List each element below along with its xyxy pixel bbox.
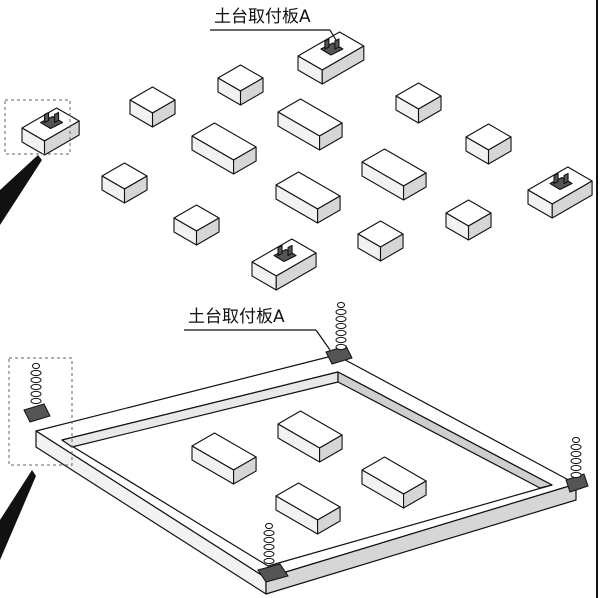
bolt-stack-right-corner-washer-5 bbox=[570, 464, 582, 472]
bolt-stack-bottom-corner-washer-4 bbox=[263, 543, 275, 551]
foundation-block-2-right bbox=[239, 77, 264, 106]
detail-box-bottom bbox=[8, 357, 73, 466]
foundation-block-12-bracket-b bbox=[563, 172, 569, 185]
foundation-block-7-right bbox=[487, 136, 512, 165]
bottom-callout-label: 土台取付板A bbox=[188, 307, 285, 327]
bolt-stack-top-corner-washer-5 bbox=[335, 329, 347, 337]
bolt-stack-bottom-corner-washer-6 bbox=[263, 557, 275, 565]
frame-front-right-face bbox=[265, 483, 577, 595]
frame-inner-opening bbox=[61, 371, 553, 567]
bolt-stack-bottom-corner-washer-5 bbox=[263, 550, 275, 558]
foundation-block-11-right bbox=[317, 195, 341, 224]
frame-block-1-right bbox=[319, 434, 343, 463]
frame-block-3 bbox=[361, 456, 427, 509]
bolt-stack-bottom-corner-washer-1 bbox=[265, 522, 273, 530]
foundation-block-1-right bbox=[321, 45, 365, 85]
bolt-stack-right-corner-washer-3 bbox=[570, 450, 582, 458]
corner-left bbox=[23, 403, 51, 423]
bolt-stack-bottom-corner-washer-3 bbox=[263, 536, 275, 544]
foundation-block-16-bracket-a bbox=[277, 244, 283, 257]
frame-block-1 bbox=[277, 410, 343, 463]
foundation-block-13 bbox=[445, 199, 492, 241]
foundation-block-16-bracket-b bbox=[287, 244, 293, 257]
bolt-stack-top-corner-washer-7 bbox=[335, 343, 347, 351]
frame-block-3-right bbox=[403, 480, 427, 509]
bolt-stack-left-corner-washer-3 bbox=[30, 376, 42, 384]
frame-blocks-group bbox=[191, 410, 427, 535]
bolt-stack-left-corner-washer-2 bbox=[30, 369, 42, 377]
bottom-callout: 土台取付板A bbox=[184, 307, 331, 351]
bolt-stack-right-corner bbox=[570, 436, 582, 479]
foundation-block-12 bbox=[527, 166, 593, 219]
bolt-stack-top-corner-washer-4 bbox=[335, 322, 347, 330]
bolt-stack-right-corner-washer-6 bbox=[570, 471, 582, 479]
foundation-block-3-right bbox=[151, 99, 176, 128]
bolt-stack-left-corner-washer-1 bbox=[32, 362, 40, 370]
foundation-block-16 bbox=[251, 238, 317, 291]
bolt-stack-left-corner-washer-4 bbox=[30, 383, 42, 391]
bolt-stack-top-corner-washer-3 bbox=[335, 315, 347, 323]
bolt-stack-left-corner-washer-6 bbox=[30, 397, 42, 405]
foundation-block-1-bracket-a bbox=[324, 38, 330, 50]
foundation-block-8-right bbox=[43, 120, 80, 156]
foundation-block-6 bbox=[191, 122, 257, 175]
bolt-stack-left-corner bbox=[30, 362, 42, 405]
foundation-block-16-right bbox=[275, 252, 317, 291]
foundation-block-9 bbox=[361, 148, 427, 201]
detail-box-top bbox=[4, 99, 71, 155]
bolt-stacks-group bbox=[30, 301, 582, 565]
top-callout: 土台取付板A bbox=[210, 7, 337, 41]
bolt-stack-top-corner-washer-6 bbox=[335, 336, 347, 344]
foundation-block-4 bbox=[395, 82, 442, 124]
frame-inner-back-right-wall bbox=[337, 371, 553, 489]
foundation-block-5-right bbox=[319, 122, 343, 151]
mount-plate-bottom-corner bbox=[257, 563, 289, 583]
foundation-block-8-bracket-b bbox=[54, 111, 60, 124]
foundation-block-8 bbox=[21, 107, 80, 156]
base-frame bbox=[35, 354, 577, 595]
foundation-block-4-right bbox=[417, 95, 442, 124]
foundation-block-14-right bbox=[195, 217, 220, 246]
frame-block-4-right bbox=[317, 506, 341, 535]
foundation-block-3 bbox=[129, 86, 176, 128]
top-callout-label: 土台取付板A bbox=[214, 7, 311, 27]
bolt-stack-right-corner-washer-2 bbox=[570, 443, 582, 451]
foundation-block-15 bbox=[357, 220, 404, 262]
frame-block-2 bbox=[191, 432, 257, 485]
foundation-blocks-group bbox=[21, 31, 593, 291]
foundation-block-6-right bbox=[233, 146, 257, 175]
top-callout-leader bbox=[329, 29, 337, 41]
frame-block-2-right bbox=[233, 456, 257, 485]
foundation-block-5 bbox=[277, 98, 343, 151]
detail-pointer-top bbox=[0, 155, 42, 225]
bolt-stack-right-corner-washer-4 bbox=[570, 457, 582, 465]
foundation-block-10 bbox=[101, 162, 148, 204]
corner-bottom bbox=[257, 563, 289, 583]
mount-plate-left-corner bbox=[23, 403, 51, 423]
foundation-block-8-bracket-a bbox=[44, 111, 50, 124]
detail-pointer-bottom bbox=[0, 470, 36, 560]
foundation-block-2 bbox=[217, 64, 264, 106]
foundation-block-7 bbox=[465, 123, 512, 165]
bolt-stack-bottom-corner bbox=[263, 522, 275, 565]
foundation-block-1-bracket-b bbox=[334, 38, 340, 50]
bolt-stack-top-corner-washer-2 bbox=[335, 308, 347, 316]
foundation-block-15-right bbox=[379, 233, 404, 262]
bolt-stack-top-corner-washer-1 bbox=[337, 301, 345, 309]
bolt-stack-bottom-corner-washer-2 bbox=[263, 529, 275, 537]
foundation-block-12-bracket-a bbox=[553, 172, 559, 185]
foundation-block-14 bbox=[173, 204, 220, 246]
foundation-block-10-right bbox=[123, 175, 148, 204]
frame-block-4 bbox=[275, 482, 341, 535]
foundation-block-9-right bbox=[403, 172, 427, 201]
bolt-stack-right-corner-washer-1 bbox=[572, 436, 580, 444]
bolt-stack-top-corner bbox=[335, 301, 347, 351]
bottom-callout-leader bbox=[315, 329, 331, 351]
foundation-block-12-right bbox=[551, 180, 593, 219]
foundation-block-13-right bbox=[467, 212, 492, 241]
bolt-stack-left-corner-washer-5 bbox=[30, 390, 42, 398]
foundation-block-11 bbox=[275, 171, 341, 224]
foundation-block-1 bbox=[297, 31, 365, 85]
